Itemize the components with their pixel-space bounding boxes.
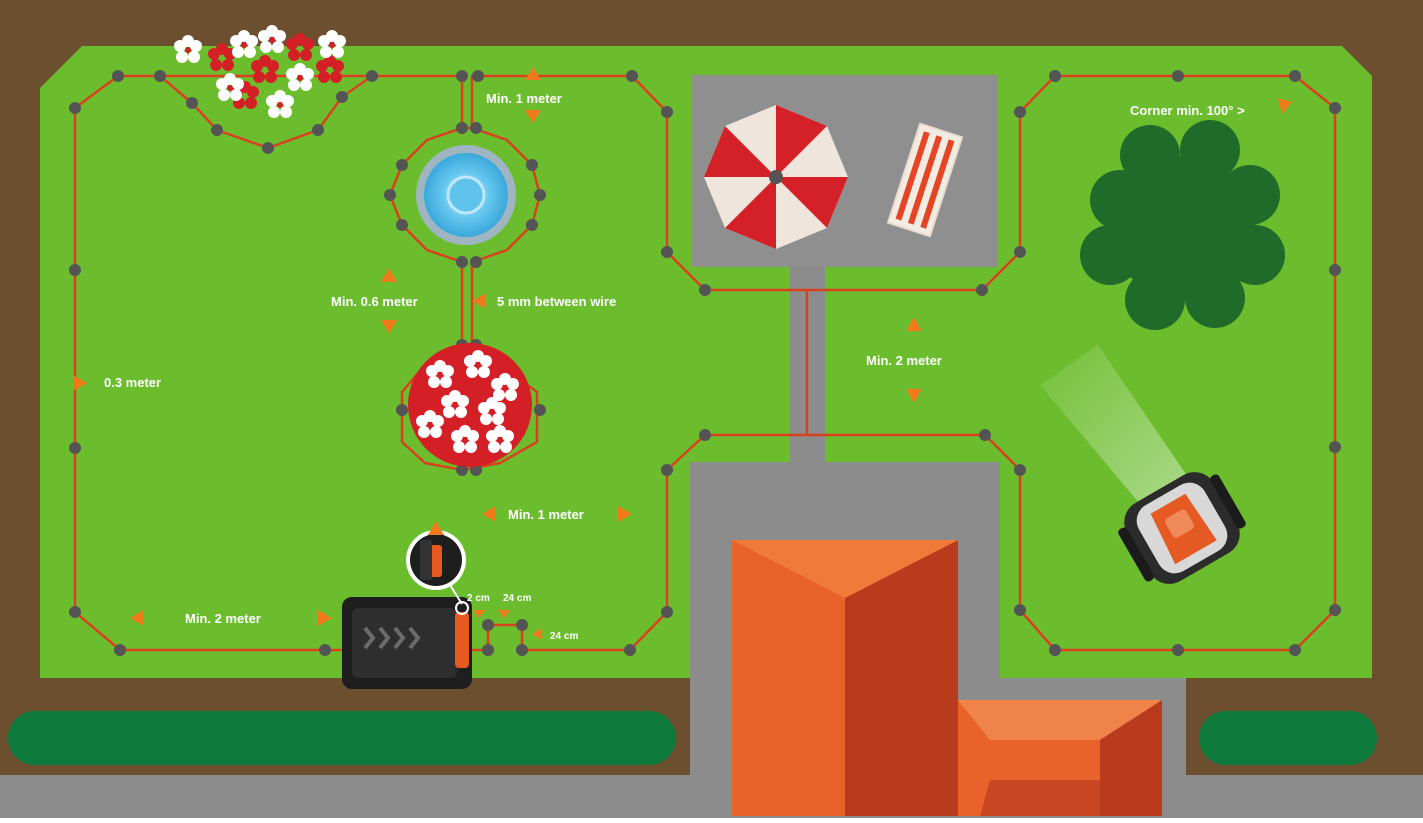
charging-station bbox=[342, 597, 472, 689]
robotic-mower bbox=[1118, 472, 1246, 584]
label-24-cm-side: 24 cm bbox=[550, 631, 578, 642]
label-min-2-meter-bottom: Min. 2 meter bbox=[185, 611, 261, 626]
label-min-1-meter-bottom: Min. 1 meter bbox=[508, 507, 584, 522]
mower-light-beam bbox=[1040, 345, 1200, 510]
label-24-cm-top: 24 cm bbox=[503, 593, 531, 604]
flower-bed-island bbox=[408, 343, 532, 467]
label-corner-min: Corner min. 100° > bbox=[1130, 103, 1245, 118]
tree bbox=[1080, 120, 1285, 330]
flower-bed-corner bbox=[174, 25, 346, 118]
lawn-main bbox=[40, 46, 1372, 678]
charging-station-zoom bbox=[406, 530, 469, 615]
label-5mm-between-wire: 5 mm between wire bbox=[497, 294, 616, 309]
label-min-2-meter-right: Min. 2 meter bbox=[866, 353, 942, 368]
label-0-3-meter: 0.3 meter bbox=[104, 375, 161, 390]
sun-lounger bbox=[886, 122, 964, 238]
pond bbox=[416, 145, 516, 245]
labels: Min. 1 meter Corner min. 100° > Min. 0.6… bbox=[104, 91, 1245, 642]
street bbox=[0, 775, 1423, 818]
house-roof bbox=[732, 540, 1162, 816]
measure-arrows bbox=[73, 67, 1292, 640]
hedge-left bbox=[8, 711, 676, 765]
label-min-06-meter: Min. 0.6 meter bbox=[331, 294, 418, 309]
hedge-right bbox=[1199, 711, 1377, 765]
parasol bbox=[704, 105, 848, 249]
label-2-cm: 2 cm bbox=[467, 593, 490, 604]
label-min-1-meter-top: Min. 1 meter bbox=[486, 91, 562, 106]
